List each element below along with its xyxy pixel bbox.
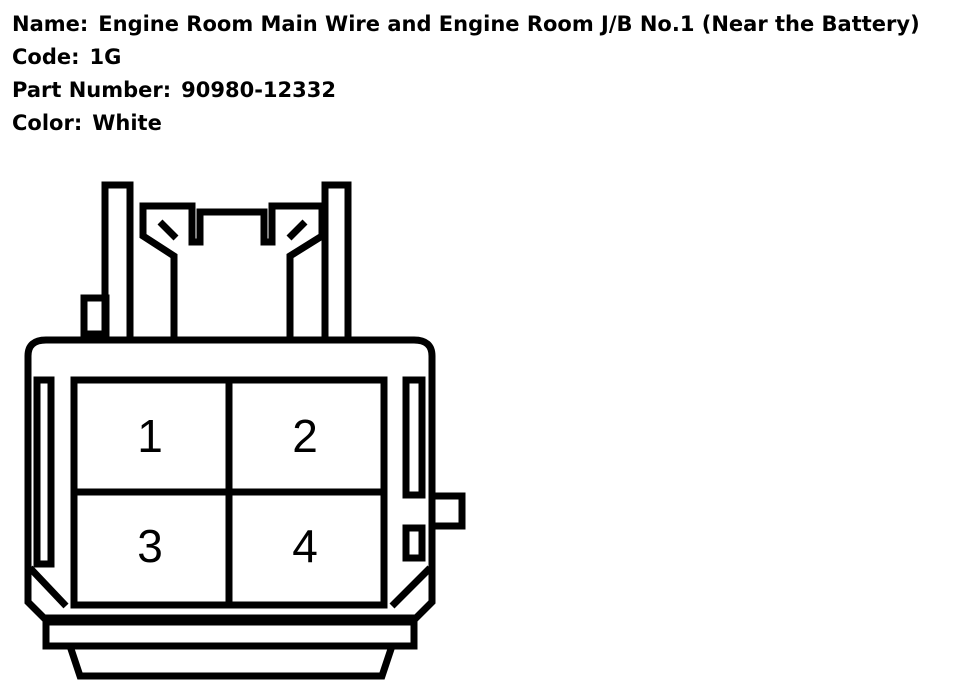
right-side-slot [402, 376, 426, 499]
part-number-label: Part Number: [12, 78, 172, 102]
connector-latch [139, 202, 326, 340]
part-number-value: 90980-12332 [181, 78, 336, 102]
latch-inner-right [286, 219, 308, 241]
code-value: 1G [89, 45, 122, 69]
bottom-right-chamfer [389, 565, 433, 609]
color-row: Color: White [12, 107, 920, 140]
key-square [80, 294, 110, 338]
connector-housing [24, 336, 436, 622]
bottom-left-chamfer [27, 565, 69, 609]
connector-info: Name: Engine Room Main Wire and Engine Ro… [12, 8, 920, 140]
latch-inner-left [157, 219, 179, 241]
name-row: Name: Engine Room Main Wire and Engine Ro… [12, 8, 920, 41]
base-foot [66, 644, 396, 680]
pin-2-label: 2 [292, 410, 318, 462]
pin-4-label: 4 [292, 520, 318, 572]
right-lower-slot [402, 524, 426, 562]
name-label: Name: [12, 12, 89, 36]
left-side-slot [33, 376, 55, 568]
name-value: Engine Room Main Wire and Engine Room J/… [98, 12, 920, 36]
pin-1-label: 1 [137, 410, 163, 462]
color-value: White [92, 111, 162, 135]
right-post [321, 181, 352, 340]
left-post [101, 181, 134, 340]
code-row: Code: 1G [12, 41, 920, 74]
part-number-row: Part Number: 90980-12332 [12, 74, 920, 107]
right-tab [432, 492, 466, 530]
color-label: Color: [12, 111, 83, 135]
base-plate [42, 618, 418, 650]
pin-3-label: 3 [137, 520, 163, 572]
code-label: Code: [12, 45, 80, 69]
